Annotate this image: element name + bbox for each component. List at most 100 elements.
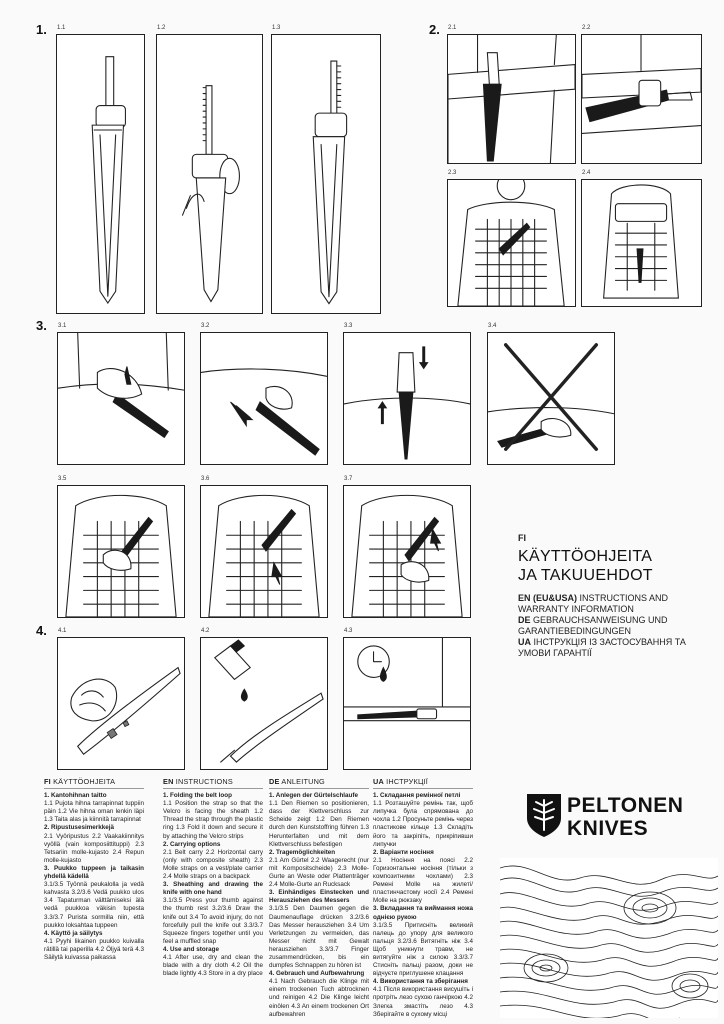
language-subtitles: EN (EU&USA) INSTRUCTIONS AND WARRANTY IN… bbox=[518, 593, 718, 659]
illustration-1-2 bbox=[156, 34, 263, 314]
instruction-heading: 1. Складання ремінної петлі bbox=[373, 792, 461, 800]
illustration-2-3 bbox=[447, 179, 576, 307]
panel-label-3-4: 3.4 bbox=[488, 323, 497, 329]
illustration-3-6 bbox=[200, 485, 328, 618]
instruction-heading: 2. Варіанти носіння bbox=[373, 848, 434, 856]
strap-thread-icon bbox=[181, 85, 240, 303]
instruction-heading: 2. Tragemöglichkeiten bbox=[269, 848, 336, 856]
dry-storage-icon bbox=[344, 638, 470, 722]
instructions-column-de: DE ANLEITUNG 1. Anlegen der Gürtelschlau… bbox=[269, 777, 369, 1019]
instruction-text: 1.1 Position the strap so that the Velcr… bbox=[163, 800, 263, 840]
instruction-heading: 4. Käyttö ja säilytys bbox=[44, 929, 103, 937]
instruction-heading: 1. Kantohihnan taitto bbox=[44, 792, 107, 800]
illustration-3-5 bbox=[57, 485, 185, 618]
instruction-text: 3.1/3.5 Työnnä peukalolla ja vedä kahvas… bbox=[44, 881, 144, 929]
instruction-text: 4.1 After use, dry and clean the blade w… bbox=[163, 953, 263, 978]
instruction-text: 3.1/3.5 Press your thumb against the thu… bbox=[163, 897, 263, 945]
subtitle-de-code: DE bbox=[518, 615, 531, 625]
peltonen-shield-icon bbox=[527, 794, 561, 837]
column-code-en: EN bbox=[163, 777, 174, 786]
panel-label-1-2: 1.2 bbox=[157, 25, 166, 31]
main-title-line-1: KÄYTTÖOHJEITA bbox=[518, 548, 653, 565]
instruction-text: 4.1 Після використання висушіть і протрі… bbox=[373, 986, 473, 1018]
panel-label-1-1: 1.1 bbox=[57, 25, 66, 31]
sheath-insert-icon bbox=[344, 346, 470, 460]
title-language-code: FI bbox=[518, 533, 526, 543]
illustration-3-1 bbox=[57, 332, 185, 465]
instruction-heading: 2. Carrying options bbox=[163, 840, 221, 848]
subtitle-ua-code: UA bbox=[518, 637, 531, 647]
column-title-en: INSTRUCTIONS bbox=[173, 777, 233, 786]
subtitle-en-code: EN (EU&USA) bbox=[518, 593, 578, 603]
step-number-3: 3. bbox=[36, 318, 47, 333]
subtitle-en: EN (EU&USA) INSTRUCTIONS AND WARRANTY IN… bbox=[518, 593, 718, 615]
instructions-column-en: EN INSTRUCTIONS 1. Folding the belt loop… bbox=[163, 777, 263, 978]
panel-label-4-2: 4.2 bbox=[201, 628, 210, 634]
contour-lines-icon bbox=[499, 865, 719, 1023]
brand-logo: PELTONEN KNIVES bbox=[525, 792, 715, 844]
do-not-force-icon bbox=[488, 343, 614, 451]
column-header-fi: FI KÄYTTÖOHJEITA bbox=[44, 777, 144, 790]
drop-icon bbox=[379, 666, 387, 682]
draw-knife-icon bbox=[201, 368, 327, 456]
panel-label-2-1: 2.1 bbox=[448, 25, 457, 31]
brand-name: PELTONEN KNIVES bbox=[567, 794, 683, 840]
step-number-4: 4. bbox=[36, 623, 47, 638]
column-title-de: ANLEITUNG bbox=[279, 777, 325, 786]
subtitle-ua-text: ІНСТРУКЦІЯ ІЗ ЗАСТОСУВАННЯ ТА УМОВИ ГАРА… bbox=[518, 637, 686, 658]
main-title: KÄYTTÖOHJEITA JA TAKUUEHDOT bbox=[518, 547, 718, 585]
vest-molle-icon bbox=[457, 180, 565, 306]
instruction-heading: 3. Puukko tuppeen ja taikasin yhdellä kä… bbox=[44, 864, 144, 881]
column-code-ua: UA bbox=[373, 777, 384, 786]
panel-label-4-1: 4.1 bbox=[58, 628, 67, 634]
column-code-fi: FI bbox=[44, 777, 51, 786]
backpack-molle-icon bbox=[603, 184, 679, 299]
belt-carry-icon bbox=[448, 35, 575, 163]
panel-label-4-3: 4.3 bbox=[344, 628, 353, 634]
oil-blade-icon bbox=[213, 639, 324, 763]
panel-label-3-2: 3.2 bbox=[201, 323, 210, 329]
instruction-heading: 1. Anlegen der Gürtelschlaufe bbox=[269, 792, 358, 800]
topographic-map-pattern bbox=[499, 858, 719, 1023]
horizontal-carry-icon bbox=[582, 35, 701, 134]
sheath-strap-icon bbox=[91, 56, 126, 305]
clock-icon bbox=[357, 645, 390, 678]
brand-name-line-2: KNIVES bbox=[567, 817, 649, 840]
subtitle-en-text: INSTRUCTIONS AND WARRANTY INFORMATION bbox=[518, 593, 669, 614]
column-code-de: DE bbox=[269, 777, 280, 786]
instruction-text: 2.1 Belt carry 2.2 Horizontal carry (onl… bbox=[163, 848, 263, 881]
instruction-text: 3.1/3.5 Den Daumen gegen die Daumenaufla… bbox=[269, 905, 369, 970]
illustration-1-3 bbox=[271, 34, 381, 314]
velcro-fold-icon bbox=[312, 60, 348, 305]
vest-sheath-insert-icon bbox=[351, 494, 463, 617]
step-number-2: 2. bbox=[429, 22, 440, 37]
illustration-3-2 bbox=[200, 332, 328, 465]
brand-name-line-1: PELTONEN bbox=[567, 794, 684, 817]
panel-label-2-3: 2.3 bbox=[448, 170, 457, 176]
illustration-4-3 bbox=[343, 637, 471, 770]
column-header-de: DE ANLEITUNG bbox=[269, 777, 369, 790]
panel-label-3-6: 3.6 bbox=[201, 476, 210, 482]
illustration-4-1 bbox=[57, 637, 185, 770]
instruction-text: 3.1/3.5 Притисніть великий палець до упо… bbox=[373, 921, 473, 978]
vest-draw-knife-icon bbox=[208, 494, 320, 617]
main-title-line-2: JA TAKUUEHDOT bbox=[518, 567, 653, 584]
column-header-ua: UA ІНСТРУКЦІЇ bbox=[373, 777, 473, 790]
instruction-heading: 3. Вкладання та виймання ножа однією рук… bbox=[373, 905, 473, 921]
manual-title-block: FI KÄYTTÖOHJEITA JA TAKUUEHDOT EN (EU&US… bbox=[518, 533, 718, 659]
subtitle-de: DE GEBRAUCHSANWEISUNG UND GARANTIEBEDING… bbox=[518, 615, 718, 637]
column-title-fi: KÄYTTÖOHJEITA bbox=[50, 777, 116, 786]
thumb-press-icon bbox=[58, 333, 184, 439]
illustration-2-4 bbox=[581, 179, 702, 307]
instruction-text: 1.1 Pujota hihna tarrapinnat tuppiin päi… bbox=[44, 800, 144, 824]
panel-label-3-5: 3.5 bbox=[58, 476, 67, 482]
instruction-text: 1.1 Розташуйте ремінь так, щоб липучка б… bbox=[373, 800, 473, 848]
instruction-heading: 4. Gebrauch und Aufbewahrung bbox=[269, 970, 365, 978]
illustration-1-1 bbox=[56, 34, 145, 314]
subtitle-ua: UA ІНСТРУКЦІЯ ІЗ ЗАСТОСУВАННЯ ТА УМОВИ Г… bbox=[518, 637, 718, 659]
instruction-text: 2.1 Am Gürtel 2.2 Waagerecht (nur mit Ko… bbox=[269, 856, 369, 889]
panel-label-2-4: 2.4 bbox=[582, 170, 591, 176]
instruction-heading: 1. Folding the belt loop bbox=[163, 792, 232, 800]
instruction-text: 2.1 Vyöripustus 2.2 Vaakakiinnitys vyöll… bbox=[44, 832, 144, 864]
